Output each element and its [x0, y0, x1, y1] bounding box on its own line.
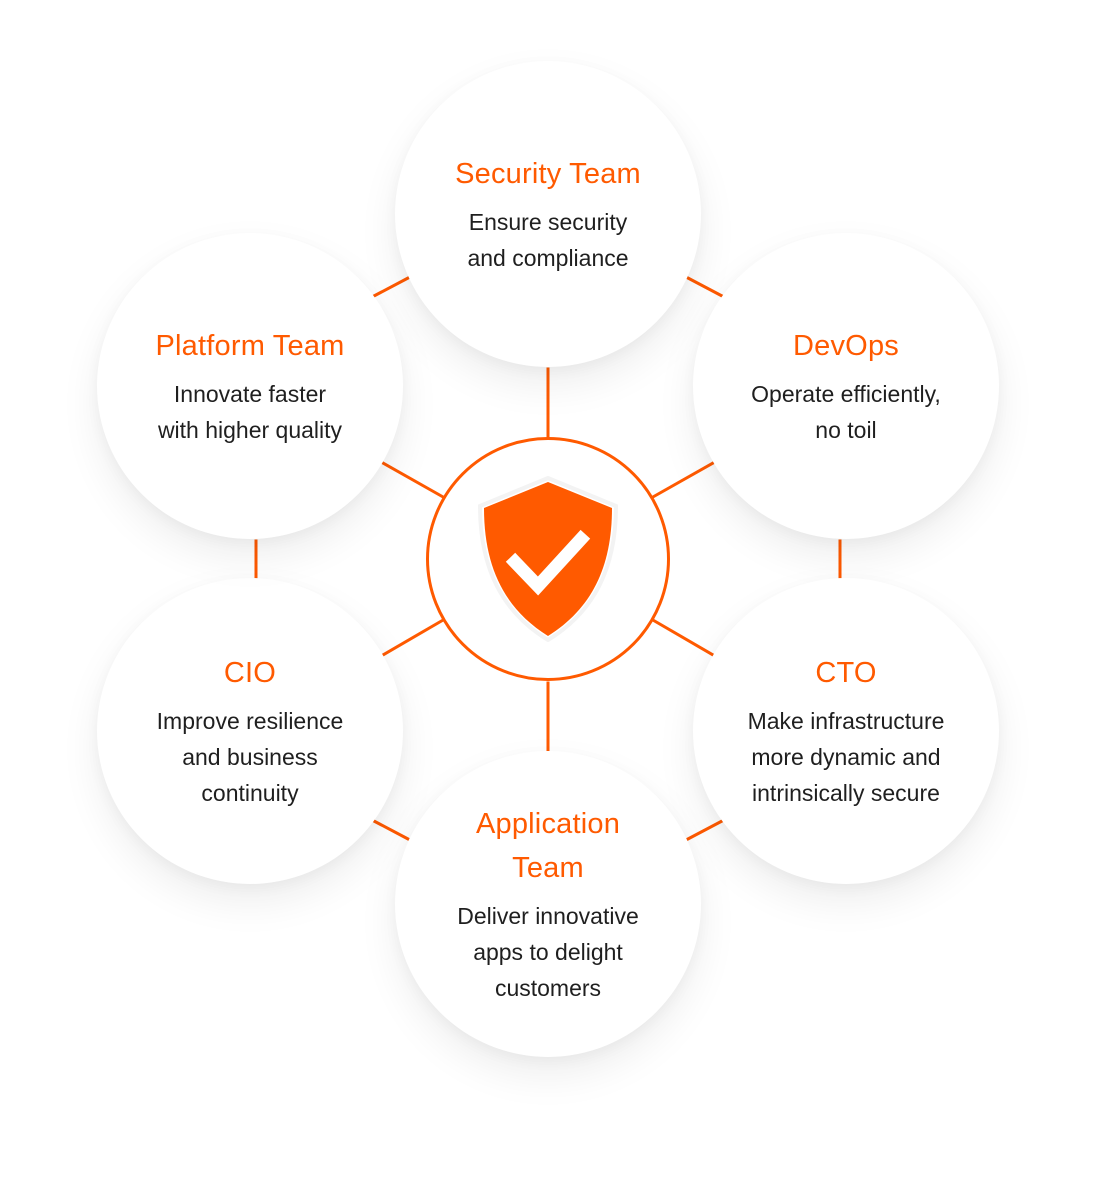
node-title: CIO — [223, 657, 277, 689]
connector-hub-cto — [651, 617, 715, 657]
connector-security-devops — [686, 275, 724, 298]
connector-hub-devops — [651, 460, 715, 499]
node-title: Application Team — [475, 808, 621, 884]
node-devops: DevOps Operate efficiently, no toil — [693, 233, 999, 539]
connector-hub-security — [546, 367, 550, 437]
node-description: Make infrastructure more dynamic and int… — [747, 708, 945, 806]
connector-hub-platform — [381, 460, 445, 499]
node-title: Security Team — [455, 158, 641, 190]
node-description: Operate efficiently, no toil — [751, 381, 941, 443]
connector-hub-application — [546, 681, 550, 751]
node-title: DevOps — [793, 330, 899, 362]
node-title: CTO — [815, 657, 877, 689]
node-cto: CTO Make infrastructure more dynamic and… — [693, 578, 999, 884]
hub-circle — [426, 437, 670, 681]
node-description: Innovate faster with higher quality — [157, 381, 343, 443]
node-title: Platform Team — [155, 330, 345, 362]
connector-hub-cio — [381, 617, 445, 657]
connector-devops-cto — [838, 539, 842, 578]
node-description: Ensure security and compliance — [467, 209, 629, 271]
node-application-team: Application Team Deliver innovative apps… — [395, 751, 701, 1057]
connector-platform-security — [372, 275, 410, 298]
node-cio: CIO Improve resilience and business cont… — [97, 578, 403, 884]
shield-check-icon — [478, 476, 618, 642]
connector-cio-platform — [254, 539, 258, 578]
node-platform-team: Platform Team Innovate faster with highe… — [97, 233, 403, 539]
connector-cto-application — [686, 818, 724, 841]
node-description: Improve resilience and business continui… — [156, 708, 344, 806]
node-security-team: Security Team Ensure security and compli… — [395, 61, 701, 367]
node-description: Deliver innovative apps to delight custo… — [457, 903, 639, 1001]
connector-application-cio — [372, 818, 410, 841]
